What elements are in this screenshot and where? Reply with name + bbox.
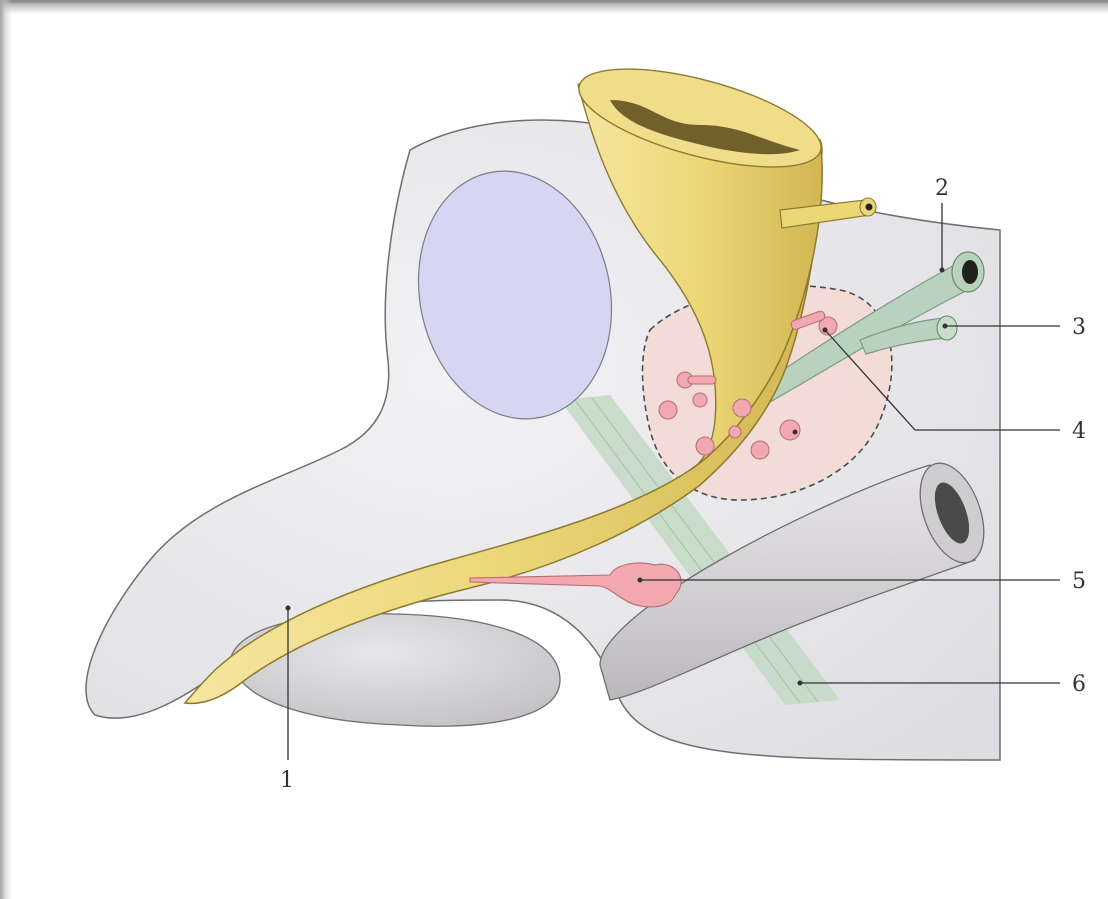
- callout-1: 1: [280, 768, 294, 793]
- callout-3: 3: [1072, 315, 1086, 340]
- callout-4: 4: [1072, 419, 1086, 444]
- callout-6: 6: [1072, 672, 1086, 697]
- callout-5: 5: [1072, 569, 1086, 594]
- callout-2: 2: [935, 176, 949, 201]
